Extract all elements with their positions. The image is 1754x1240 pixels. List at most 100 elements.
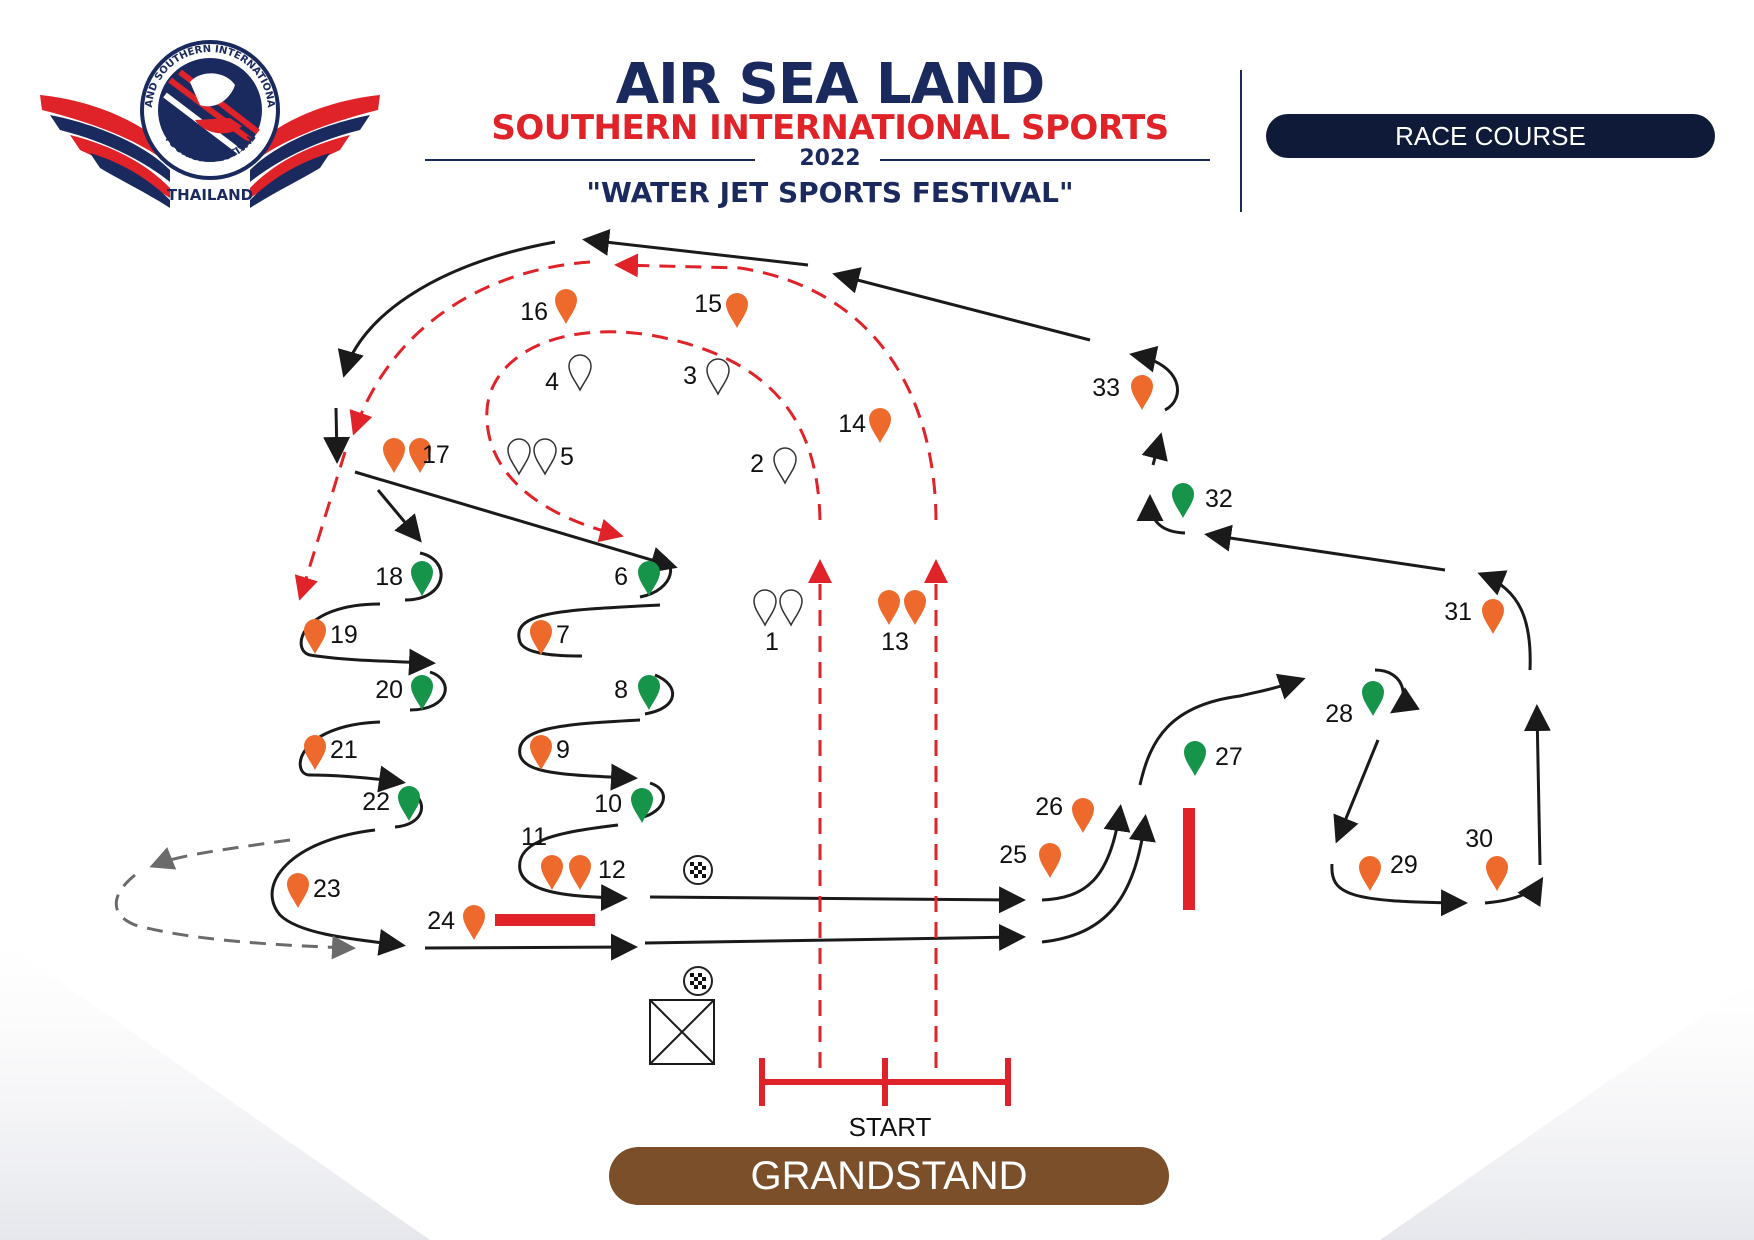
background-panel-left (0, 940, 430, 1240)
buoy-26: 26 (1035, 793, 1094, 833)
orange-buoy-marker (304, 619, 326, 654)
buoy-21: 21 (304, 735, 358, 770)
green-buoy-marker (1362, 681, 1384, 716)
buoy-label-2: 2 (750, 450, 764, 478)
header-divider (1240, 70, 1242, 212)
green-buoy-marker (1172, 483, 1194, 518)
buoy-label-28: 28 (1325, 700, 1353, 728)
buoy-27: 27 (1184, 741, 1243, 776)
buoy-label-13: 13 (881, 628, 909, 656)
buoy-label-26: 26 (1035, 793, 1063, 821)
section-label: RACE COURSE (1266, 114, 1715, 158)
orange-buoy-marker (878, 590, 900, 625)
orange-buoy-marker (1131, 375, 1153, 410)
buoy-label-15: 15 (694, 290, 722, 318)
red-dashed-course (294, 253, 948, 1068)
green-buoy-marker (1184, 741, 1206, 776)
orange-buoy-marker (1486, 856, 1508, 891)
start-label: START (848, 1112, 932, 1142)
green-buoy-marker (411, 675, 433, 710)
orange-buoy-marker (409, 438, 431, 473)
buoy-23: 23 (287, 873, 341, 908)
orange-buoy-marker (304, 735, 326, 770)
orange-buoy-marker (1482, 599, 1504, 634)
white-buoy-marker (779, 589, 803, 627)
buoy-12: 12 (569, 855, 626, 890)
green-buoy-marker (411, 561, 433, 596)
buoy-label-22: 22 (362, 788, 390, 816)
white-buoy-marker (706, 358, 730, 396)
buoy-29: 29 (1359, 851, 1418, 891)
event-year: 2022 (799, 146, 861, 171)
buoy-10: 10 (594, 788, 653, 823)
orange-buoy-marker (541, 855, 563, 890)
buoy-8: 8 (614, 675, 660, 710)
buoy-24: 24 (427, 905, 485, 940)
logo-country: THAILAND (167, 186, 253, 204)
buoy-label-21: 21 (330, 736, 358, 764)
orange-buoy-marker (726, 293, 748, 328)
green-buoy-marker (638, 561, 660, 596)
orange-buoy-marker (463, 905, 485, 940)
orange-buoy-marker (1072, 798, 1094, 833)
buoy-label-14: 14 (838, 410, 866, 438)
year-rule-left (425, 159, 755, 161)
white-buoy-marker (507, 438, 531, 476)
festival-logo: AIR SEA LAND SOUTHERN INTERNATIONAL SPOR… (30, 40, 380, 208)
white-buoy-marker (533, 438, 557, 476)
buoy-label-6: 6 (614, 563, 628, 591)
buoy-17: 17 (383, 438, 450, 473)
buoy-label-11: 11 (521, 823, 547, 851)
event-title: AIR SEA LAND (615, 52, 1046, 117)
orange-buoy-marker (555, 289, 577, 324)
green-buoy-marker (638, 675, 660, 710)
buoy-label-17: 17 (422, 441, 450, 469)
checkered-flag-icon (683, 966, 713, 996)
orange-buoy-marker (530, 735, 552, 770)
buoy-label-12: 12 (598, 856, 626, 884)
orange-buoy-marker (1039, 843, 1061, 878)
orange-buoy-marker (569, 855, 591, 890)
buoy-label-8: 8 (614, 676, 628, 704)
buoy-label-4: 4 (545, 368, 559, 396)
buoy-3: 3 (683, 358, 730, 396)
buoy-31: 31 (1444, 598, 1504, 634)
alternate-loop-path (114, 838, 356, 960)
buoy-label-27: 27 (1215, 743, 1243, 771)
orange-buoy-marker (383, 438, 405, 473)
buoy-11: 11 (521, 823, 563, 890)
buoy-15: 15 (694, 290, 748, 328)
buoy-7: 7 (530, 620, 570, 655)
main-course-path (270, 228, 1551, 961)
event-subtitle: SOUTHERN INTERNATIONAL SPORTS (491, 108, 1169, 148)
green-buoy-marker (631, 788, 653, 823)
buoy-label-30: 30 (1465, 825, 1493, 853)
buoy-label-24: 24 (427, 907, 455, 935)
buoy-13: 13 (878, 590, 926, 656)
buoy-6: 6 (614, 561, 660, 596)
buoy-label-19: 19 (330, 621, 358, 649)
buoy-label-18: 18 (375, 563, 403, 591)
white-buoy-marker (773, 447, 797, 485)
buoy-18: 18 (375, 561, 433, 596)
buoy-14: 14 (838, 408, 891, 443)
buoy-label-25: 25 (999, 841, 1027, 869)
red-barrier-24 (495, 914, 595, 926)
year-rule-right (880, 159, 1210, 161)
buoy-label-20: 20 (375, 676, 403, 704)
buoy-33: 33 (1092, 374, 1153, 410)
orange-buoy-marker (287, 873, 309, 908)
buoy-1: 1 (753, 589, 803, 656)
judge-box (649, 999, 715, 1065)
buoy-9: 9 (530, 735, 570, 770)
buoy-label-31: 31 (1444, 598, 1472, 626)
event-tagline: "WATER JET SPORTS FESTIVAL" (586, 176, 1074, 209)
buoy-label-16: 16 (520, 298, 548, 326)
logo-right-wing (250, 95, 380, 208)
buoy-label-33: 33 (1092, 374, 1120, 402)
white-buoy-marker (568, 354, 592, 392)
buoy-2: 2 (750, 447, 797, 485)
buoy-label-7: 7 (556, 621, 570, 649)
start-line (759, 1058, 1011, 1106)
